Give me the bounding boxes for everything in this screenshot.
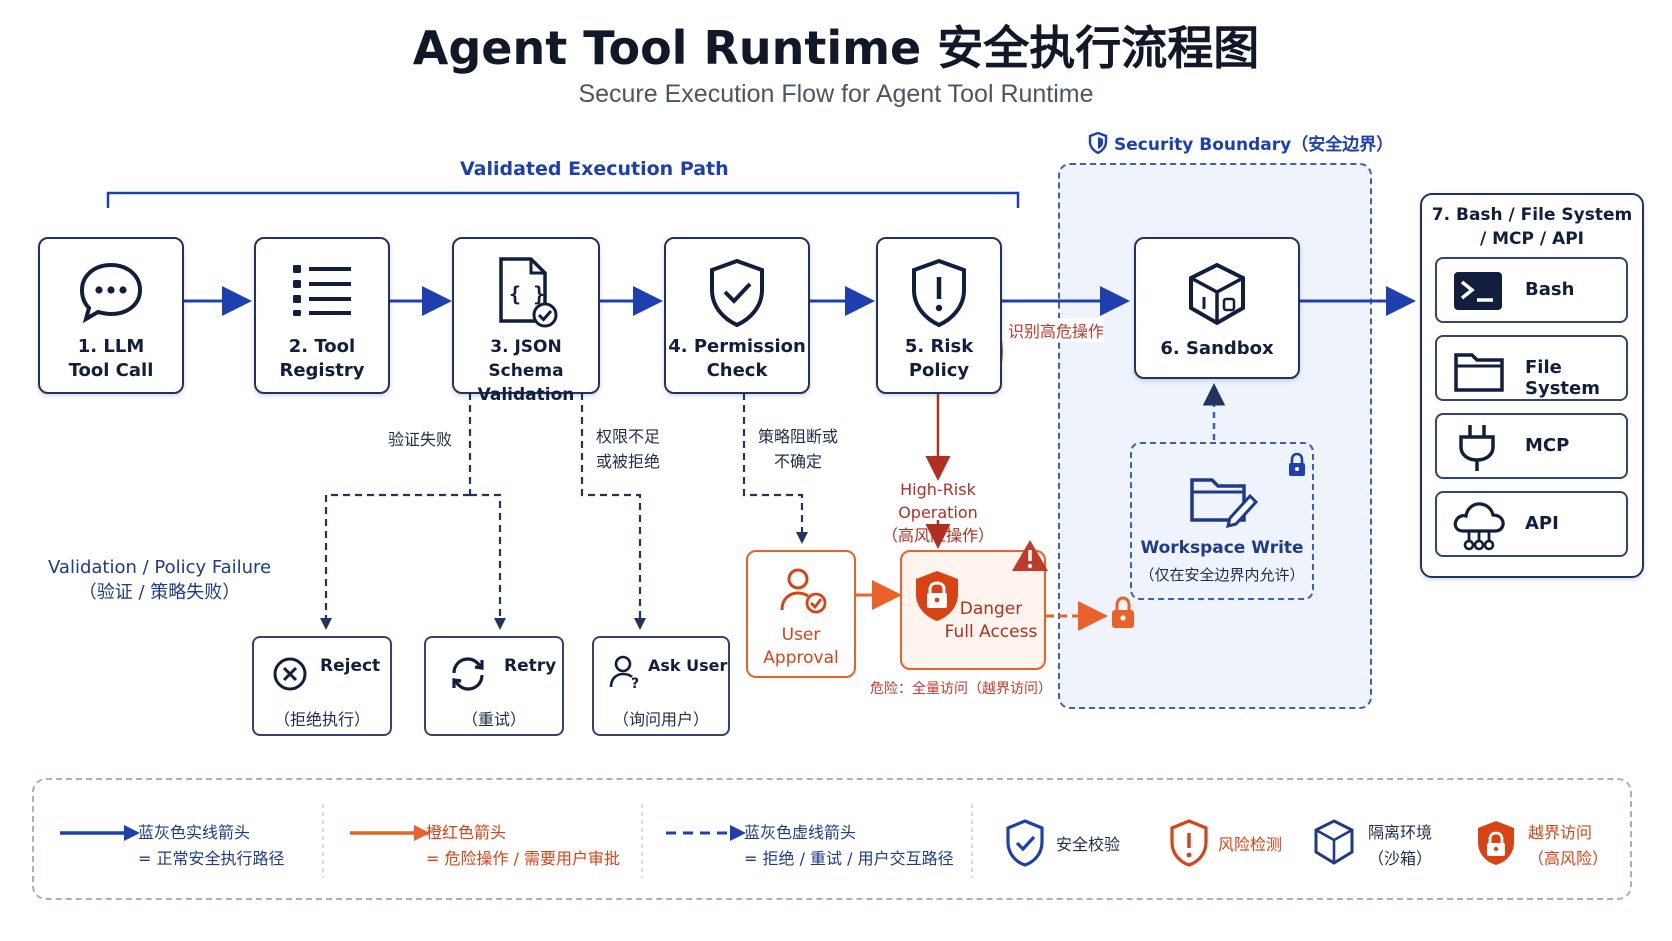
list-icon [293, 265, 351, 316]
legend-dashed-arrow: 蓝灰色虚线箭头 = 拒绝 / 重试 / 用户交互路径 [744, 823, 954, 868]
user-approval-box[interactable]: User Approval [746, 550, 856, 678]
tool-mcp[interactable]: MCP [1435, 413, 1628, 479]
validated-path-bracket [106, 191, 1020, 208]
shield-alert-icon [1170, 819, 1208, 867]
cube-icon [1314, 819, 1354, 865]
reject-label: Reject [320, 656, 381, 676]
legend-risk-detect: 风险检测 [1218, 835, 1283, 854]
ask-user-sub: （询问用户） [612, 710, 709, 729]
user-approval-label: User Approval [763, 625, 839, 668]
danger-box[interactable]: Danger Full Access [900, 550, 1046, 670]
shield-icon [1088, 131, 1108, 155]
legend-out-of-bounds: 越界访问 （高风险） [1528, 823, 1609, 868]
tool-label: File System [1525, 357, 1600, 399]
tool-file-system[interactable]: File System [1435, 335, 1628, 401]
warning-icon [1012, 540, 1048, 571]
tools-panel: 7. Bash / File System / MCP / API Bash F… [1420, 193, 1644, 578]
step-risk-policy[interactable]: 5. Risk Policy [876, 237, 1002, 394]
step-tool-registry[interactable]: 2. Tool Registry [254, 237, 390, 394]
shield-alert-icon [912, 258, 966, 328]
workspace-write-label: Workspace Write [1140, 538, 1304, 558]
step-label: 2. Tool Registry [279, 336, 365, 381]
branch-label-policy-block: 策略阻断或 不确定 [758, 427, 839, 471]
legend: 蓝灰色实线箭头 = 正常安全执行路径 橙红色箭头 = 危险操作 / 需要用户审批… [32, 778, 1632, 900]
orange-lock-icon [1112, 596, 1134, 628]
high-risk-label: High-Risk Operation （高风险操作） [881, 480, 994, 545]
shield-check-icon [1006, 819, 1044, 867]
user-check-icon [780, 568, 827, 614]
branch-policy-block [742, 393, 804, 536]
lock-icon [1289, 452, 1305, 476]
boundary-label-text: Security Boundary（安全边界） [1114, 135, 1394, 155]
ask-user-box[interactable]: ? Ask User （询问用户） [592, 636, 730, 736]
step-permission-check[interactable]: 4. Permission Check [664, 237, 810, 394]
tool-label: Bash [1525, 279, 1575, 300]
risk-detect-label: 识别高危操作 [1008, 318, 1105, 342]
step-label: 1. LLM Tool Call [68, 336, 154, 381]
step-label: 6. Sandbox [1160, 338, 1274, 359]
branch-label-permission-denied: 权限不足 或被拒绝 [596, 427, 661, 471]
lock-icon [1478, 821, 1514, 865]
legend-orange-arrow: 橙红色箭头 = 危险操作 / 需要用户审批 [426, 823, 621, 868]
page-title: Agent Tool Runtime 安全执行流程图 [412, 21, 1260, 75]
svg-text:{ }: { } [509, 282, 545, 306]
workspace-write-sub: （仅在安全边界内允许） [1139, 566, 1305, 584]
refresh-icon [452, 657, 484, 691]
tool-label: API [1525, 513, 1559, 534]
danger-label: Danger Full Access [944, 599, 1038, 642]
retry-label: Retry [504, 656, 557, 676]
tool-label: MCP [1525, 435, 1570, 456]
validated-path-label: Validated Execution Path [460, 158, 729, 180]
security-boundary-label: Security Boundary（安全边界） [1088, 130, 1393, 155]
step-json-schema-validation[interactable]: { } 3. JSON Schema Validation [452, 237, 600, 405]
step-label: 5. Risk Policy [904, 336, 974, 381]
reject-box[interactable]: Reject （拒绝执行） [252, 636, 392, 736]
tool-bash[interactable]: Bash [1435, 257, 1628, 323]
cube-icon [1189, 262, 1245, 326]
shield-check-icon [710, 258, 764, 328]
tool-api[interactable]: API [1435, 491, 1628, 557]
json-document-icon: { } [499, 257, 558, 328]
retry-sub: （重试） [461, 710, 526, 729]
branch-validation-fail [324, 393, 502, 625]
terminal-icon [1454, 272, 1502, 310]
cloud-network-icon [1453, 502, 1505, 551]
step-llm-tool-call[interactable]: 1. LLM Tool Call [38, 237, 184, 394]
step-label: 4. Permission Check [668, 336, 806, 381]
reject-sub: （拒绝执行） [273, 710, 370, 729]
retry-box[interactable]: Retry （重试） [424, 636, 564, 736]
branch-permission-denied [580, 393, 642, 625]
folder-edit-icon [1190, 478, 1258, 528]
svg-text:?: ? [631, 676, 639, 690]
page-subtitle: Secure Execution Flow for Agent Tool Run… [578, 80, 1094, 108]
ask-user-label: Ask User [648, 656, 728, 675]
user-question-icon: ? [609, 655, 639, 690]
step-sandbox[interactable]: 6. Sandbox [1134, 237, 1300, 379]
legend-solid-arrow: 蓝灰色实线箭头 = 正常安全执行路径 [138, 823, 285, 868]
step-label: 3. JSON Schema Validation [477, 337, 575, 405]
folder-icon [1454, 353, 1504, 392]
workspace-write-box[interactable]: Workspace Write （仅在安全边界内允许） [1130, 442, 1314, 600]
shield-lock-icon [916, 571, 958, 621]
legend-security-check: 安全校验 [1056, 835, 1121, 854]
legend-graphics [60, 804, 973, 878]
tools-panel-title: 7. Bash / File System / MCP / API [1431, 205, 1633, 249]
legend-sandbox: 隔离环境 （沙箱） [1368, 823, 1433, 868]
failure-group-label: Validation / Policy Failure （验证 / 策略失败） [48, 557, 272, 603]
danger-note: 危险：全量访问（越界访问） [870, 681, 1052, 697]
close-circle-icon [273, 657, 307, 691]
chat-bubble-icon [79, 262, 143, 323]
branch-label-validation-fail: 验证失败 [388, 430, 453, 449]
plug-icon [1459, 425, 1495, 471]
